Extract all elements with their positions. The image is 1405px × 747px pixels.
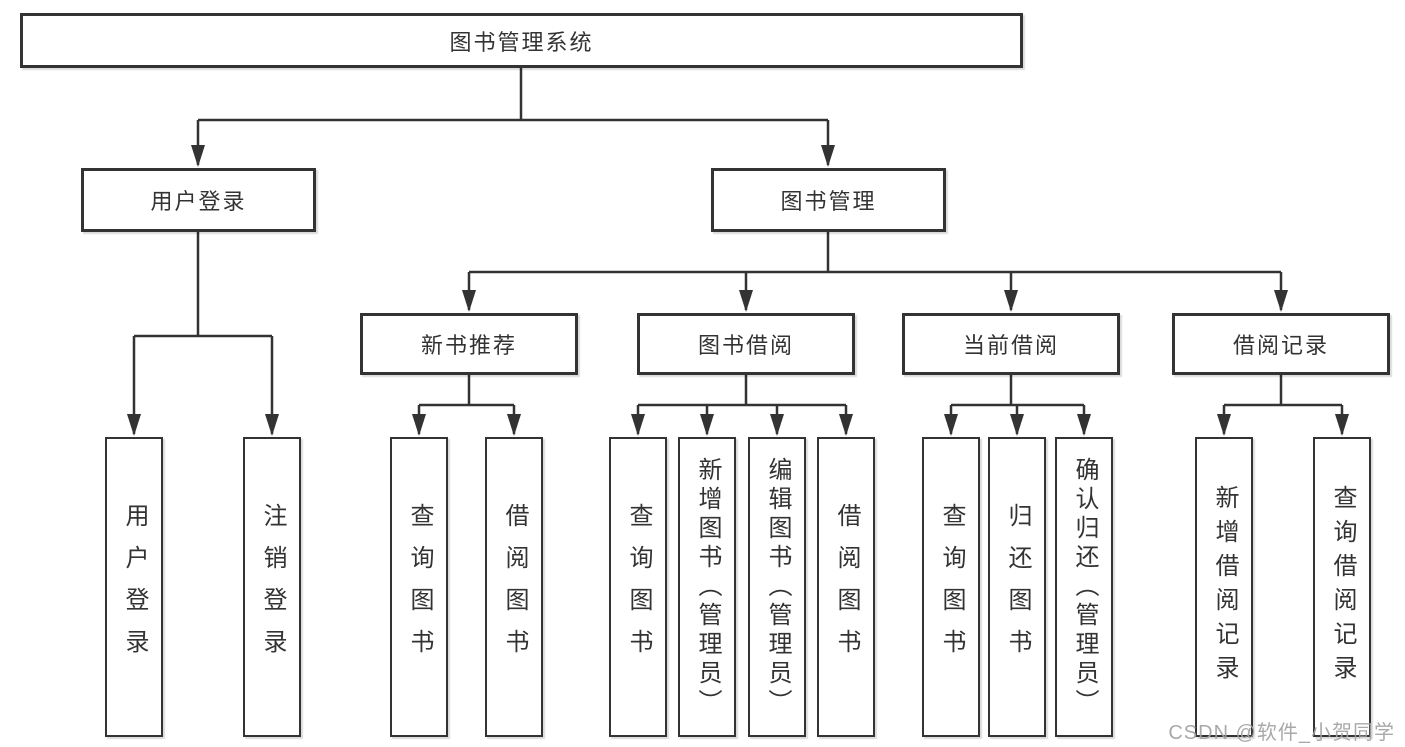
node-leaf-add-borrow-record: 新增借阅记录: [1195, 437, 1253, 737]
watermark-text: CSDN @软件_小贺同学: [1168, 722, 1395, 744]
node-user-login-group: 用户登录: [81, 168, 316, 232]
node-leaf-recommend-borrow-books: 借阅图书: [485, 437, 543, 737]
edges-new-book-recommend-to-leaves: [412, 375, 521, 436]
node-leaf-recommend-query-books: 查询图书: [390, 437, 448, 737]
node-leaf-edit-books-admin: 编辑图书（管理员）: [748, 437, 806, 737]
edges-book-borrow-to-leaves: [631, 375, 853, 436]
node-leaf-add-borrow-record-label: 新增借阅记录: [1211, 485, 1238, 689]
node-leaf-add-books-admin-label: 新增图书（管理员）: [694, 456, 721, 718]
node-book-management-label: 图书管理: [780, 189, 877, 214]
node-new-book-recommend: 新书推荐: [360, 313, 578, 375]
node-book-borrow-label: 图书借阅: [697, 333, 794, 358]
node-leaf-query-borrow-record: 查询借阅记录: [1313, 437, 1371, 737]
node-leaf-recommend-borrow-books-label: 借阅图书: [501, 503, 528, 671]
node-leaf-return-books: 归还图书: [988, 437, 1046, 737]
node-current-borrow-label: 当前借阅: [962, 333, 1059, 358]
node-leaf-logout: 注销登录: [243, 437, 301, 737]
node-borrow-records: 借阅记录: [1172, 313, 1390, 375]
node-leaf-confirm-return-admin: 确认归还（管理员）: [1055, 437, 1113, 737]
node-leaf-borrow-books-label: 借阅图书: [833, 503, 860, 671]
node-leaf-borrow-query-books-label: 查询图书: [625, 503, 652, 671]
edges-current-borrow-to-leaves: [944, 375, 1091, 436]
node-leaf-current-query-books: 查询图书: [922, 437, 980, 737]
node-book-management: 图书管理: [711, 168, 946, 232]
edges-book-management-to-level3: [462, 232, 1288, 312]
node-leaf-edit-books-admin-label: 编辑图书（管理员）: [764, 456, 791, 718]
node-leaf-user-login-label: 用户登录: [121, 503, 148, 671]
node-user-login-group-label: 用户登录: [150, 189, 247, 214]
node-leaf-recommend-query-books-label: 查询图书: [406, 503, 433, 671]
node-book-borrow: 图书借阅: [637, 313, 855, 375]
node-borrow-records-label: 借阅记录: [1232, 333, 1329, 358]
node-root-label: 图书管理系统: [449, 29, 594, 55]
edges-borrow-records-to-leaves: [1217, 375, 1349, 436]
node-leaf-logout-label: 注销登录: [259, 503, 286, 671]
node-root: 图书管理系统: [20, 13, 1023, 68]
edges-user-login-to-leaves: [127, 232, 279, 436]
node-leaf-confirm-return-admin-label: 确认归还（管理员）: [1071, 456, 1098, 718]
node-leaf-user-login: 用户登录: [105, 437, 163, 737]
node-leaf-borrow-books: 借阅图书: [817, 437, 875, 737]
node-current-borrow: 当前借阅: [902, 313, 1120, 375]
node-leaf-return-books-label: 归还图书: [1004, 503, 1031, 671]
edges-root-to-level2: [191, 68, 835, 167]
node-leaf-add-books-admin: 新增图书（管理员）: [678, 437, 736, 737]
node-leaf-borrow-query-books: 查询图书: [609, 437, 667, 737]
node-new-book-recommend-label: 新书推荐: [420, 333, 517, 358]
node-leaf-current-query-books-label: 查询图书: [938, 503, 965, 671]
node-leaf-query-borrow-record-label: 查询借阅记录: [1329, 485, 1356, 689]
